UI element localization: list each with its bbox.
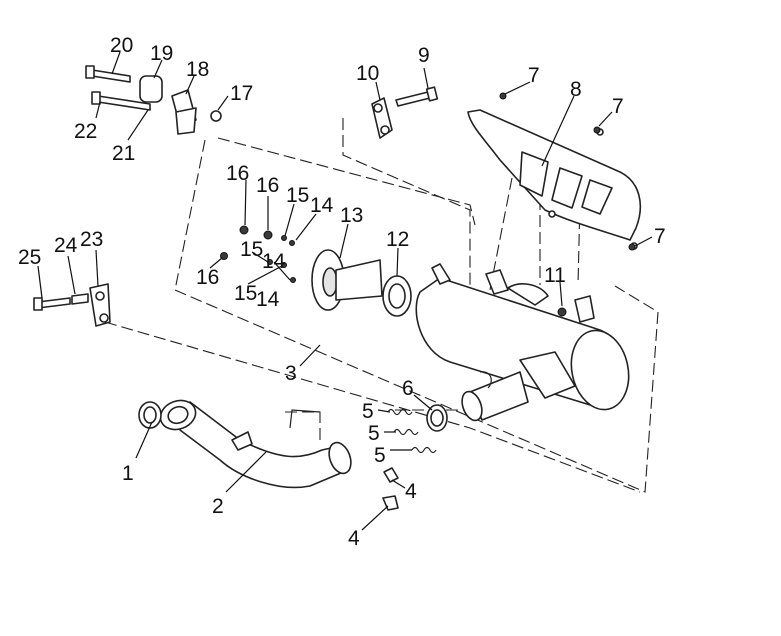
nut-11 bbox=[557, 307, 567, 317]
leader-lines bbox=[37, 51, 653, 531]
callout-16-lower: 16 bbox=[196, 266, 219, 289]
callout-17: 17 bbox=[230, 82, 253, 105]
exhaust-pipe bbox=[159, 399, 352, 489]
callout-19: 19 bbox=[150, 42, 173, 65]
bracket-hardware-17-22 bbox=[85, 65, 222, 135]
gasket-6 bbox=[426, 404, 448, 432]
callout-4-upper: 4 bbox=[405, 480, 417, 503]
springs-5 bbox=[387, 408, 437, 454]
callout-24: 24 bbox=[54, 234, 78, 257]
callout-3: 3 bbox=[285, 362, 297, 385]
callout-16-left: 16 bbox=[226, 162, 249, 185]
bolt-9 bbox=[395, 86, 439, 107]
callout-11: 11 bbox=[544, 264, 566, 287]
callout-9: 9 bbox=[418, 44, 430, 67]
callout-7-right: 7 bbox=[612, 95, 624, 118]
callout-4-lower: 4 bbox=[348, 527, 360, 550]
callout-12: 12 bbox=[386, 228, 409, 251]
heat-shield bbox=[467, 109, 642, 250]
callout-22: 22 bbox=[74, 120, 97, 143]
callout-7-top: 7 bbox=[528, 64, 540, 87]
gasket-1 bbox=[138, 401, 162, 429]
callout-5-top: 5 bbox=[362, 400, 374, 423]
callout-14-top: 14 bbox=[310, 194, 334, 217]
fasteners-14-15-16 bbox=[220, 225, 296, 283]
callout-13: 13 bbox=[340, 204, 363, 227]
gasket-12 bbox=[382, 275, 412, 317]
callout-23: 23 bbox=[80, 228, 103, 251]
callout-7-bottom: 7 bbox=[654, 225, 666, 248]
bolts-4 bbox=[382, 467, 399, 511]
bracket-hardware-23-25 bbox=[33, 283, 111, 327]
muffler-assembly bbox=[415, 263, 630, 422]
connector-pipe-13 bbox=[311, 249, 383, 311]
callout-15-bottom: 15 bbox=[234, 282, 257, 305]
callouts: 1 2 3 4 4 5 5 5 6 7 7 7 8 9 10 11 12 13 … bbox=[18, 34, 666, 550]
callout-14-middle: 14 bbox=[262, 250, 286, 273]
callout-25: 25 bbox=[18, 246, 41, 269]
callout-2: 2 bbox=[212, 495, 224, 518]
callout-18: 18 bbox=[186, 58, 209, 81]
callout-15-middle: 15 bbox=[240, 238, 263, 261]
callout-16-right: 16 bbox=[256, 174, 279, 197]
callout-5-middle: 5 bbox=[368, 422, 380, 445]
callout-21: 21 bbox=[112, 142, 135, 165]
callout-5-bottom: 5 bbox=[374, 444, 386, 467]
callout-1: 1 bbox=[122, 462, 134, 485]
bracket-10 bbox=[371, 97, 393, 139]
callout-8: 8 bbox=[570, 78, 582, 101]
callout-6: 6 bbox=[402, 377, 414, 400]
callout-20: 20 bbox=[110, 34, 133, 57]
callout-10: 10 bbox=[356, 62, 379, 85]
callout-15-top: 15 bbox=[286, 184, 309, 207]
callout-14-bottom: 14 bbox=[256, 288, 280, 311]
nuts-7 bbox=[499, 92, 636, 251]
